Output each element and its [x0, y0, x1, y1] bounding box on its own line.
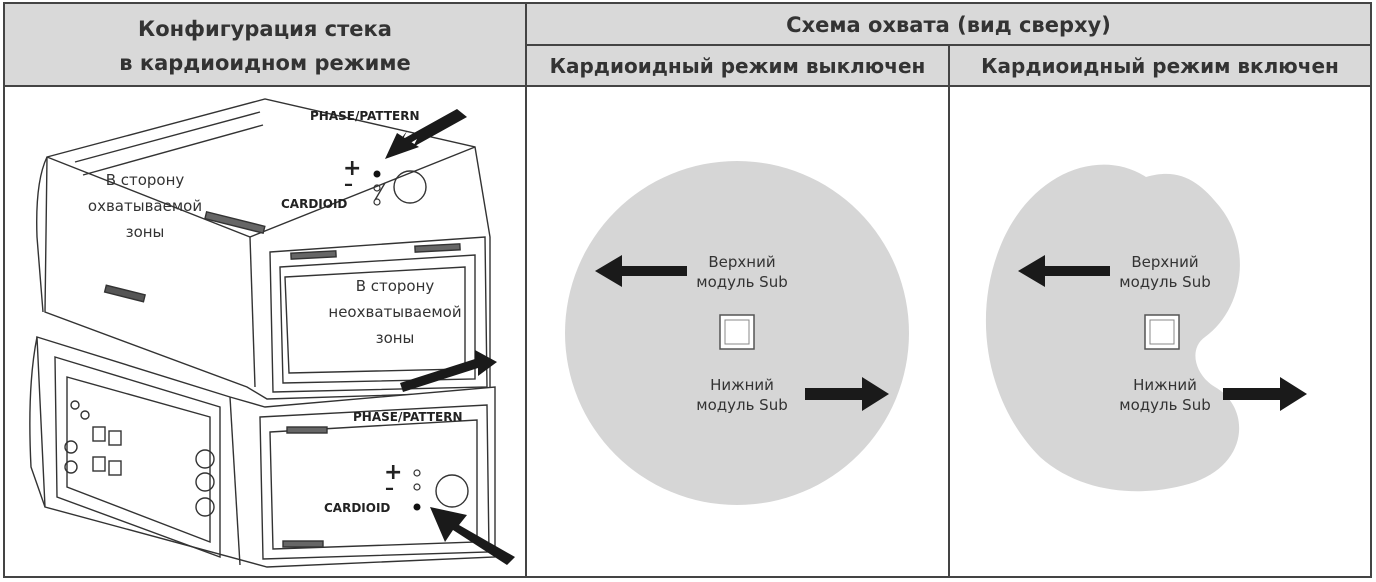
upper-sub-arrow-left [595, 255, 687, 287]
header-cardioid-off: Кардиоидный режим выключен [527, 46, 950, 87]
bottom-minus-sign: – [385, 478, 394, 499]
top-plus-sign: + [343, 156, 362, 181]
bottom-plus-sign: + [384, 460, 403, 485]
on-arrows [1018, 255, 1307, 411]
header-coverage-scheme: Схема охвата (вид сверху) [527, 4, 1370, 46]
column-divider-2 [948, 87, 950, 578]
header-cardioid-on: Кардиоидный режим включен [950, 46, 1370, 87]
coverage-off-panel: Верхний модуль Sub Нижний модуль Sub [527, 87, 948, 578]
off-arrows [595, 255, 889, 411]
sub-stack-icon [719, 314, 755, 350]
toward-coverage-label: В сторону охватываемой зоны [87, 171, 203, 241]
bottom-phase-dots [413, 469, 421, 511]
bottom-cardioid-label: CARDIOID [324, 501, 391, 515]
header-stack-config: Конфигурация стека в кардиоидном режиме [5, 4, 527, 87]
off-upper-sub-label: Верхний модуль Sub [696, 253, 788, 291]
top-cardioid-label: CARDIOID [281, 197, 348, 211]
on-upper-sub-label: Верхний модуль Sub [1119, 253, 1211, 291]
top-phase-pattern-label: PHASE/PATTERN [310, 109, 420, 123]
stack-illustration-panel: PHASE/PATTERN CARDIOID PHASE/PATTERN CAR… [5, 87, 525, 578]
on-lower-sub-label: Нижний модуль Sub [1119, 376, 1211, 414]
device-arrows [385, 109, 515, 565]
top-minus-sign: – [344, 174, 353, 195]
top-phase-dots [373, 170, 381, 206]
cardioid-coverage-area [985, 164, 1240, 492]
coverage-off-diagram [565, 161, 909, 505]
lower-sub-arrow-right [805, 377, 889, 411]
header-stack-config-line2: в кардиоидном режиме [119, 51, 411, 75]
upper-sub-arrow-left-on [1018, 255, 1110, 287]
stacked-subwoofers-illustration [29, 98, 515, 568]
coverage-on-diagram [985, 164, 1307, 492]
diagram-table: Конфигурация стека в кардиоидном режиме … [3, 2, 1372, 578]
toward-noncoverage-label: В сторону неохватываемой зоны [328, 277, 462, 347]
sub-stack-icon-cardioid [1144, 314, 1180, 350]
header-stack-config-line1: Конфигурация стека [138, 17, 392, 41]
lower-sub-arrow-right-on [1223, 377, 1307, 411]
bottom-phase-pattern-label: PHASE/PATTERN [353, 410, 463, 424]
off-lower-sub-label: Нижний модуль Sub [696, 376, 788, 414]
column-divider-1 [525, 87, 527, 578]
coverage-on-panel: Верхний модуль Sub Нижний модуль Sub [950, 87, 1370, 578]
